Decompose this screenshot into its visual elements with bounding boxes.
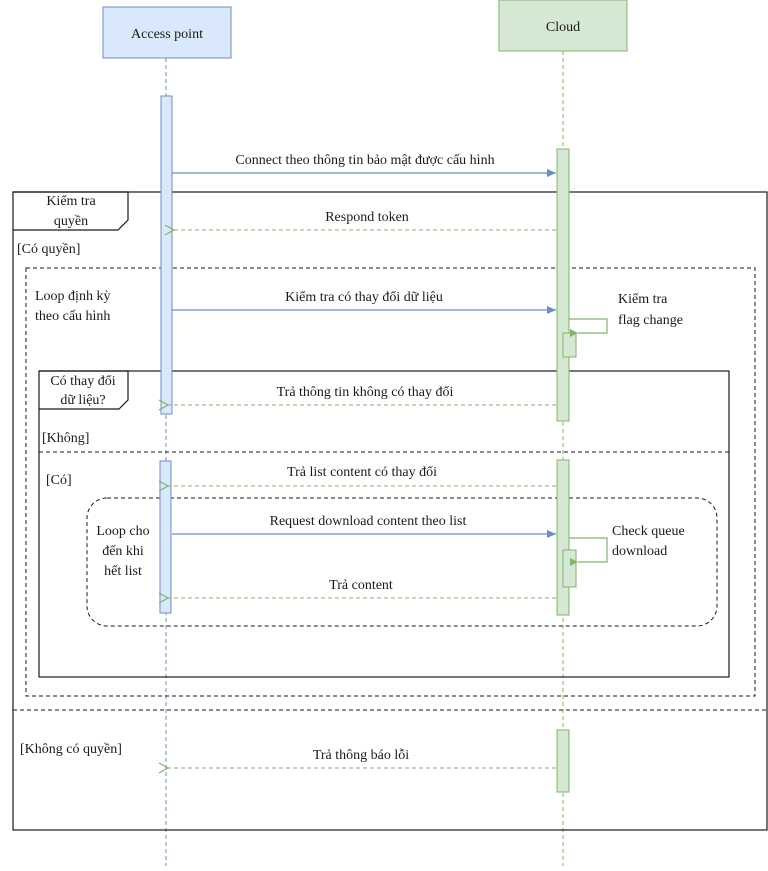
message-error: Trả thông báo lỗi: [168, 748, 556, 768]
message-request-download: Request download content theo list: [172, 514, 556, 538]
change-check-alt-frame: Có thay đổi dữ liệu? [Không] [Có]: [38, 370, 730, 678]
message-no-change: Trả thông tin không có thay đổi: [168, 385, 556, 405]
message-changed-list-label: Trả list content có thay đổi: [287, 465, 437, 480]
periodic-loop-label-line1: Loop định kỳ: [35, 289, 110, 304]
cloud-activation-1: [556, 148, 570, 422]
cloud-activation-2: [556, 459, 570, 616]
cloud-activation-self-2: [562, 549, 577, 588]
message-changed-list: Trả list content có thay đổi: [168, 465, 556, 486]
participant-access-point-label: Access point: [131, 27, 203, 42]
message-return-content: Trả content: [168, 578, 556, 598]
message-check-change-label: Kiểm tra có thay đổi dữ liệu: [285, 290, 443, 305]
periodic-loop-frame: Loop định kỳ theo cấu hình: [25, 267, 756, 697]
self-note-queue-line2: download: [612, 544, 667, 559]
change-check-tag-line1: Có thay đổi: [50, 374, 115, 389]
self-message-flag-change: Kiểm tra flag change: [569, 292, 683, 337]
self-note-flag-change-line1: Kiểm tra: [618, 292, 668, 307]
participant-cloud: Cloud: [498, 0, 628, 52]
auth-alt-frame: Kiểm tra quyền [Có quyền] [Không có quyề…: [12, 191, 768, 831]
message-respond-token: Respond token: [174, 210, 556, 230]
message-error-label: Trả thông báo lỗi: [313, 748, 409, 763]
cloud-activation-3: [556, 729, 570, 793]
list-loop-label-line3: hết list: [104, 564, 142, 579]
participant-cloud-label: Cloud: [546, 20, 580, 35]
message-no-change-label: Trả thông tin không có thay đổi: [277, 385, 454, 400]
message-connect: Connect theo thông tin bảo mật được cấu …: [172, 153, 556, 177]
access-point-activation-1: [160, 95, 173, 415]
change-check-tag-line2: dữ liệu?: [60, 393, 105, 408]
list-loop-label-line1: Loop cho: [96, 524, 149, 539]
change-guard-no: [Không]: [42, 431, 89, 446]
auth-frame-tag-line2: quyền: [54, 214, 88, 229]
self-note-flag-change-line2: flag change: [618, 313, 683, 328]
list-loop-label-line2: đến khi: [102, 544, 144, 559]
participant-access-point: Access point: [102, 6, 232, 59]
periodic-loop-label-line2: theo cấu hình: [35, 309, 110, 324]
self-message-check-queue: Check queue download: [569, 524, 685, 566]
cloud-activation-self-1: [562, 332, 577, 358]
auth-frame-tag-line1: Kiểm tra: [46, 194, 96, 209]
access-point-activation-2: [159, 460, 172, 614]
message-request-download-label: Request download content theo list: [270, 514, 467, 529]
list-loop-frame: Loop cho đến khi hết list: [86, 497, 718, 627]
message-respond-token-label: Respond token: [325, 210, 409, 225]
message-check-change: Kiểm tra có thay đổi dữ liệu: [172, 290, 556, 314]
auth-guard-ok: [Có quyền]: [17, 242, 80, 257]
change-guard-yes: [Có]: [46, 473, 72, 488]
message-connect-label: Connect theo thông tin bảo mật được cấu …: [235, 153, 494, 168]
message-return-content-label: Trả content: [329, 578, 393, 593]
auth-guard-else: [Không có quyền]: [20, 742, 122, 757]
self-note-queue-line1: Check queue: [612, 524, 685, 539]
